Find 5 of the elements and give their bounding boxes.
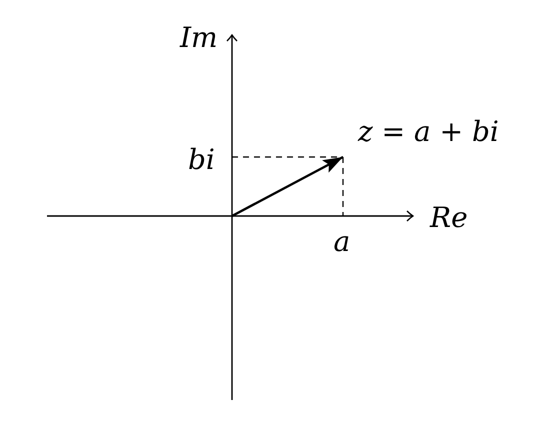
axis-label: z = a + bi (358, 116, 499, 148)
axis-label: a (334, 226, 350, 258)
axis-label: bi (188, 144, 215, 176)
axis-label: Re (430, 202, 468, 234)
axis-label: Im (180, 22, 218, 54)
